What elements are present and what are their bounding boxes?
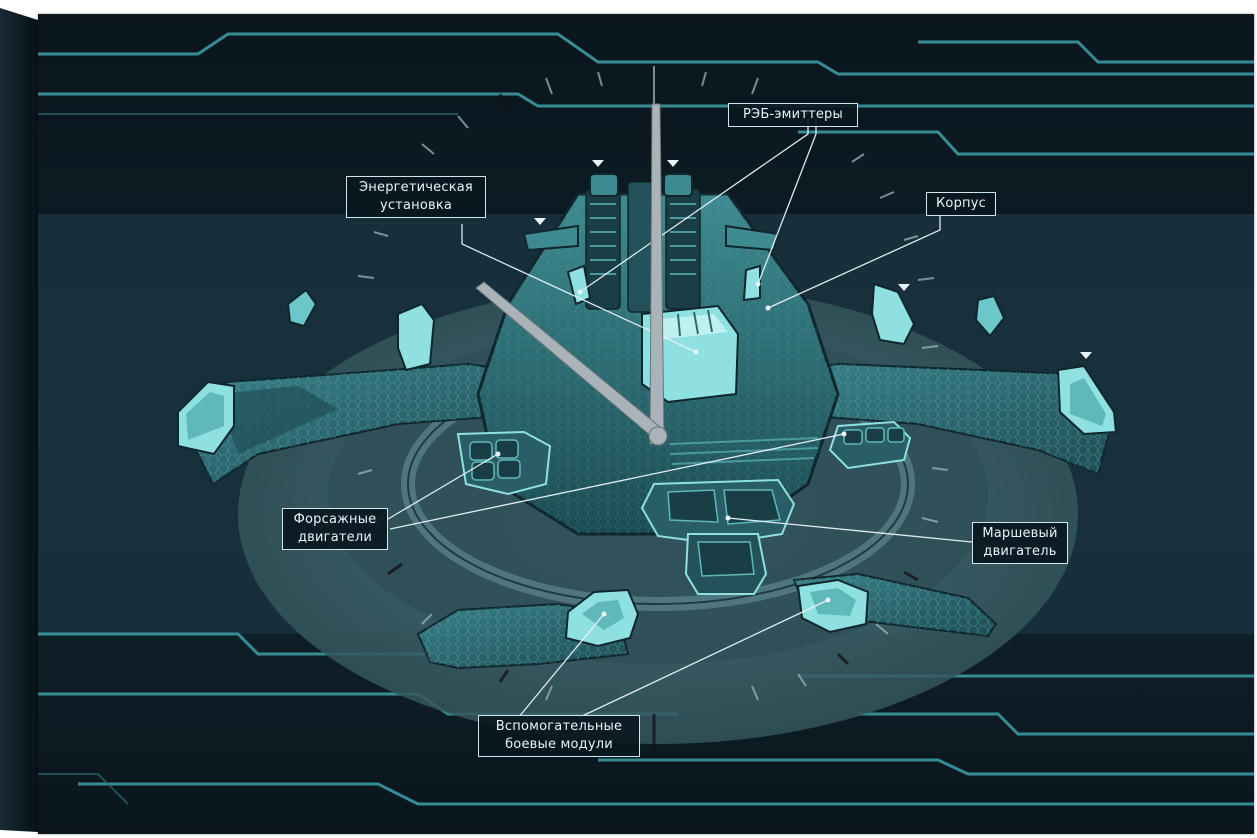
callout-line: боевые модули <box>505 737 613 752</box>
leader-dots <box>495 281 847 617</box>
callout-line: Корпус <box>936 196 986 211</box>
callout-line: Маршевый <box>982 526 1058 541</box>
minute-hand <box>649 103 665 445</box>
callout-aux-modules: Вспомогательные боевые модули <box>478 715 640 757</box>
canvas-front-face: РЭБ-эмиттеры Энергетическая установка Ко… <box>38 14 1254 834</box>
callout-afterburners: Форсажные двигатели <box>282 508 388 550</box>
ship-illustration <box>38 14 1254 834</box>
callout-line: Форсажные <box>293 512 377 527</box>
callout-line: установка <box>379 198 453 213</box>
callout-line: двигатели <box>297 530 373 545</box>
callout-hull: Корпус <box>926 192 996 216</box>
callout-line: Вспомогательные <box>495 719 623 734</box>
clock-hands <box>475 103 668 446</box>
clock-center <box>648 426 668 446</box>
callout-line: Энергетическая <box>359 180 473 195</box>
callout-line: РЭБ-эмиттеры <box>743 107 843 122</box>
callout-reb-emitters: РЭБ-эмиттеры <box>728 103 858 127</box>
callout-main-engine: Маршевый двигатель <box>972 522 1068 564</box>
marker-triangles <box>534 160 1092 359</box>
callout-line: двигатель <box>983 544 1057 559</box>
canvas-side-edge <box>0 8 38 832</box>
callout-power-plant: Энергетическая установка <box>346 176 486 218</box>
